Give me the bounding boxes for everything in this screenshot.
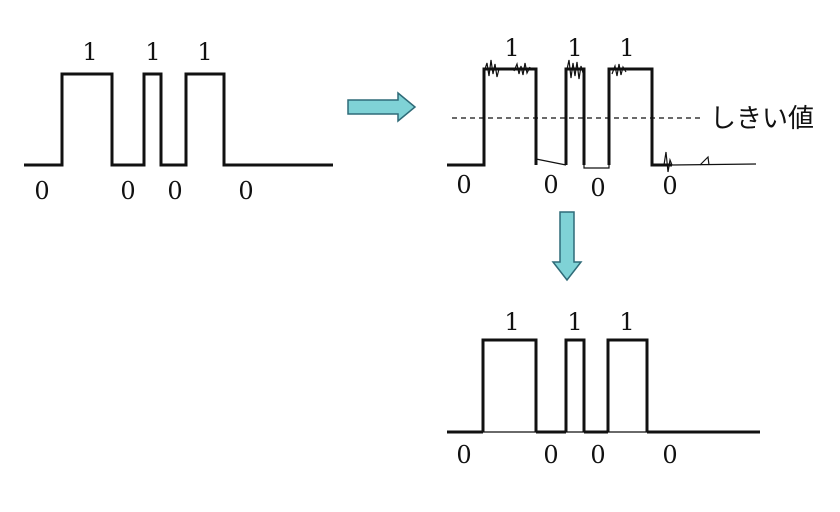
- bit-zero-label: 0: [543, 171, 558, 199]
- restored-waveform: [481, 338, 649, 432]
- bit-zero-label: 0: [543, 441, 558, 469]
- noisy-signal-panel: しきい値 1 1 1 0 0 0 0: [447, 34, 814, 202]
- bit-one-label: 1: [197, 38, 212, 66]
- bit-zero-label: 0: [34, 177, 49, 205]
- bit-zero-label: 0: [456, 441, 471, 469]
- bit-zero-label: 0: [238, 177, 253, 205]
- bit-one-label: 1: [504, 308, 519, 336]
- bit-zero-label: 0: [662, 441, 677, 469]
- bit-one-label: 1: [619, 308, 634, 336]
- noisy-distortion: [535, 158, 757, 169]
- noise-glitches: [663, 151, 710, 173]
- restored-signal-panel: 1 1 1 0 0 0 0: [447, 308, 760, 469]
- bit-zero-label: 0: [590, 174, 605, 202]
- bit-one-label: 1: [619, 34, 634, 62]
- noise-spikes: [483, 59, 627, 80]
- bit-one-label: 1: [567, 308, 582, 336]
- down-arrow-icon: [551, 211, 583, 282]
- original-signal-panel: 1 1 1 0 0 0 0: [24, 38, 333, 205]
- threshold-label: しきい値: [710, 104, 814, 134]
- bit-one-label: 1: [145, 38, 160, 66]
- bit-zero-label: 0: [662, 172, 677, 200]
- bit-one-label: 1: [82, 38, 97, 66]
- bit-zero-label: 0: [590, 441, 605, 469]
- bit-zero-label: 0: [456, 171, 471, 199]
- right-arrow-icon: [347, 91, 417, 123]
- bit-one-label: 1: [504, 34, 519, 62]
- noisy-waveform: [447, 67, 672, 167]
- original-waveform: [24, 72, 333, 167]
- bit-zero-label: 0: [167, 177, 182, 205]
- bit-zero-label: 0: [120, 177, 135, 205]
- bit-one-label: 1: [567, 34, 582, 62]
